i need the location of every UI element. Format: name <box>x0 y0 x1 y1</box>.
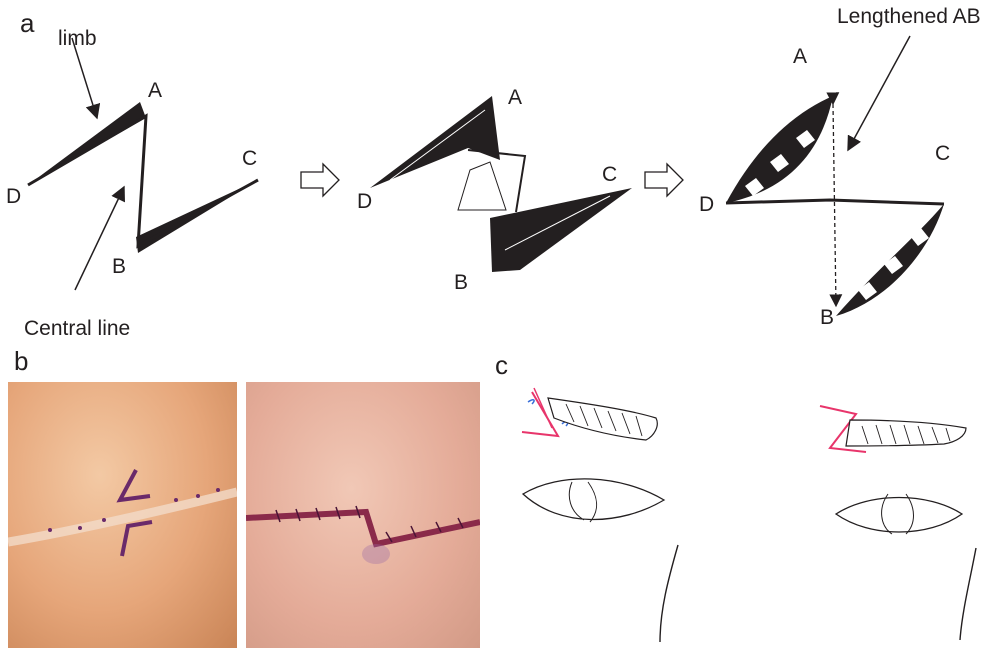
sketch-before <box>522 388 678 642</box>
sketch-after <box>820 406 976 640</box>
